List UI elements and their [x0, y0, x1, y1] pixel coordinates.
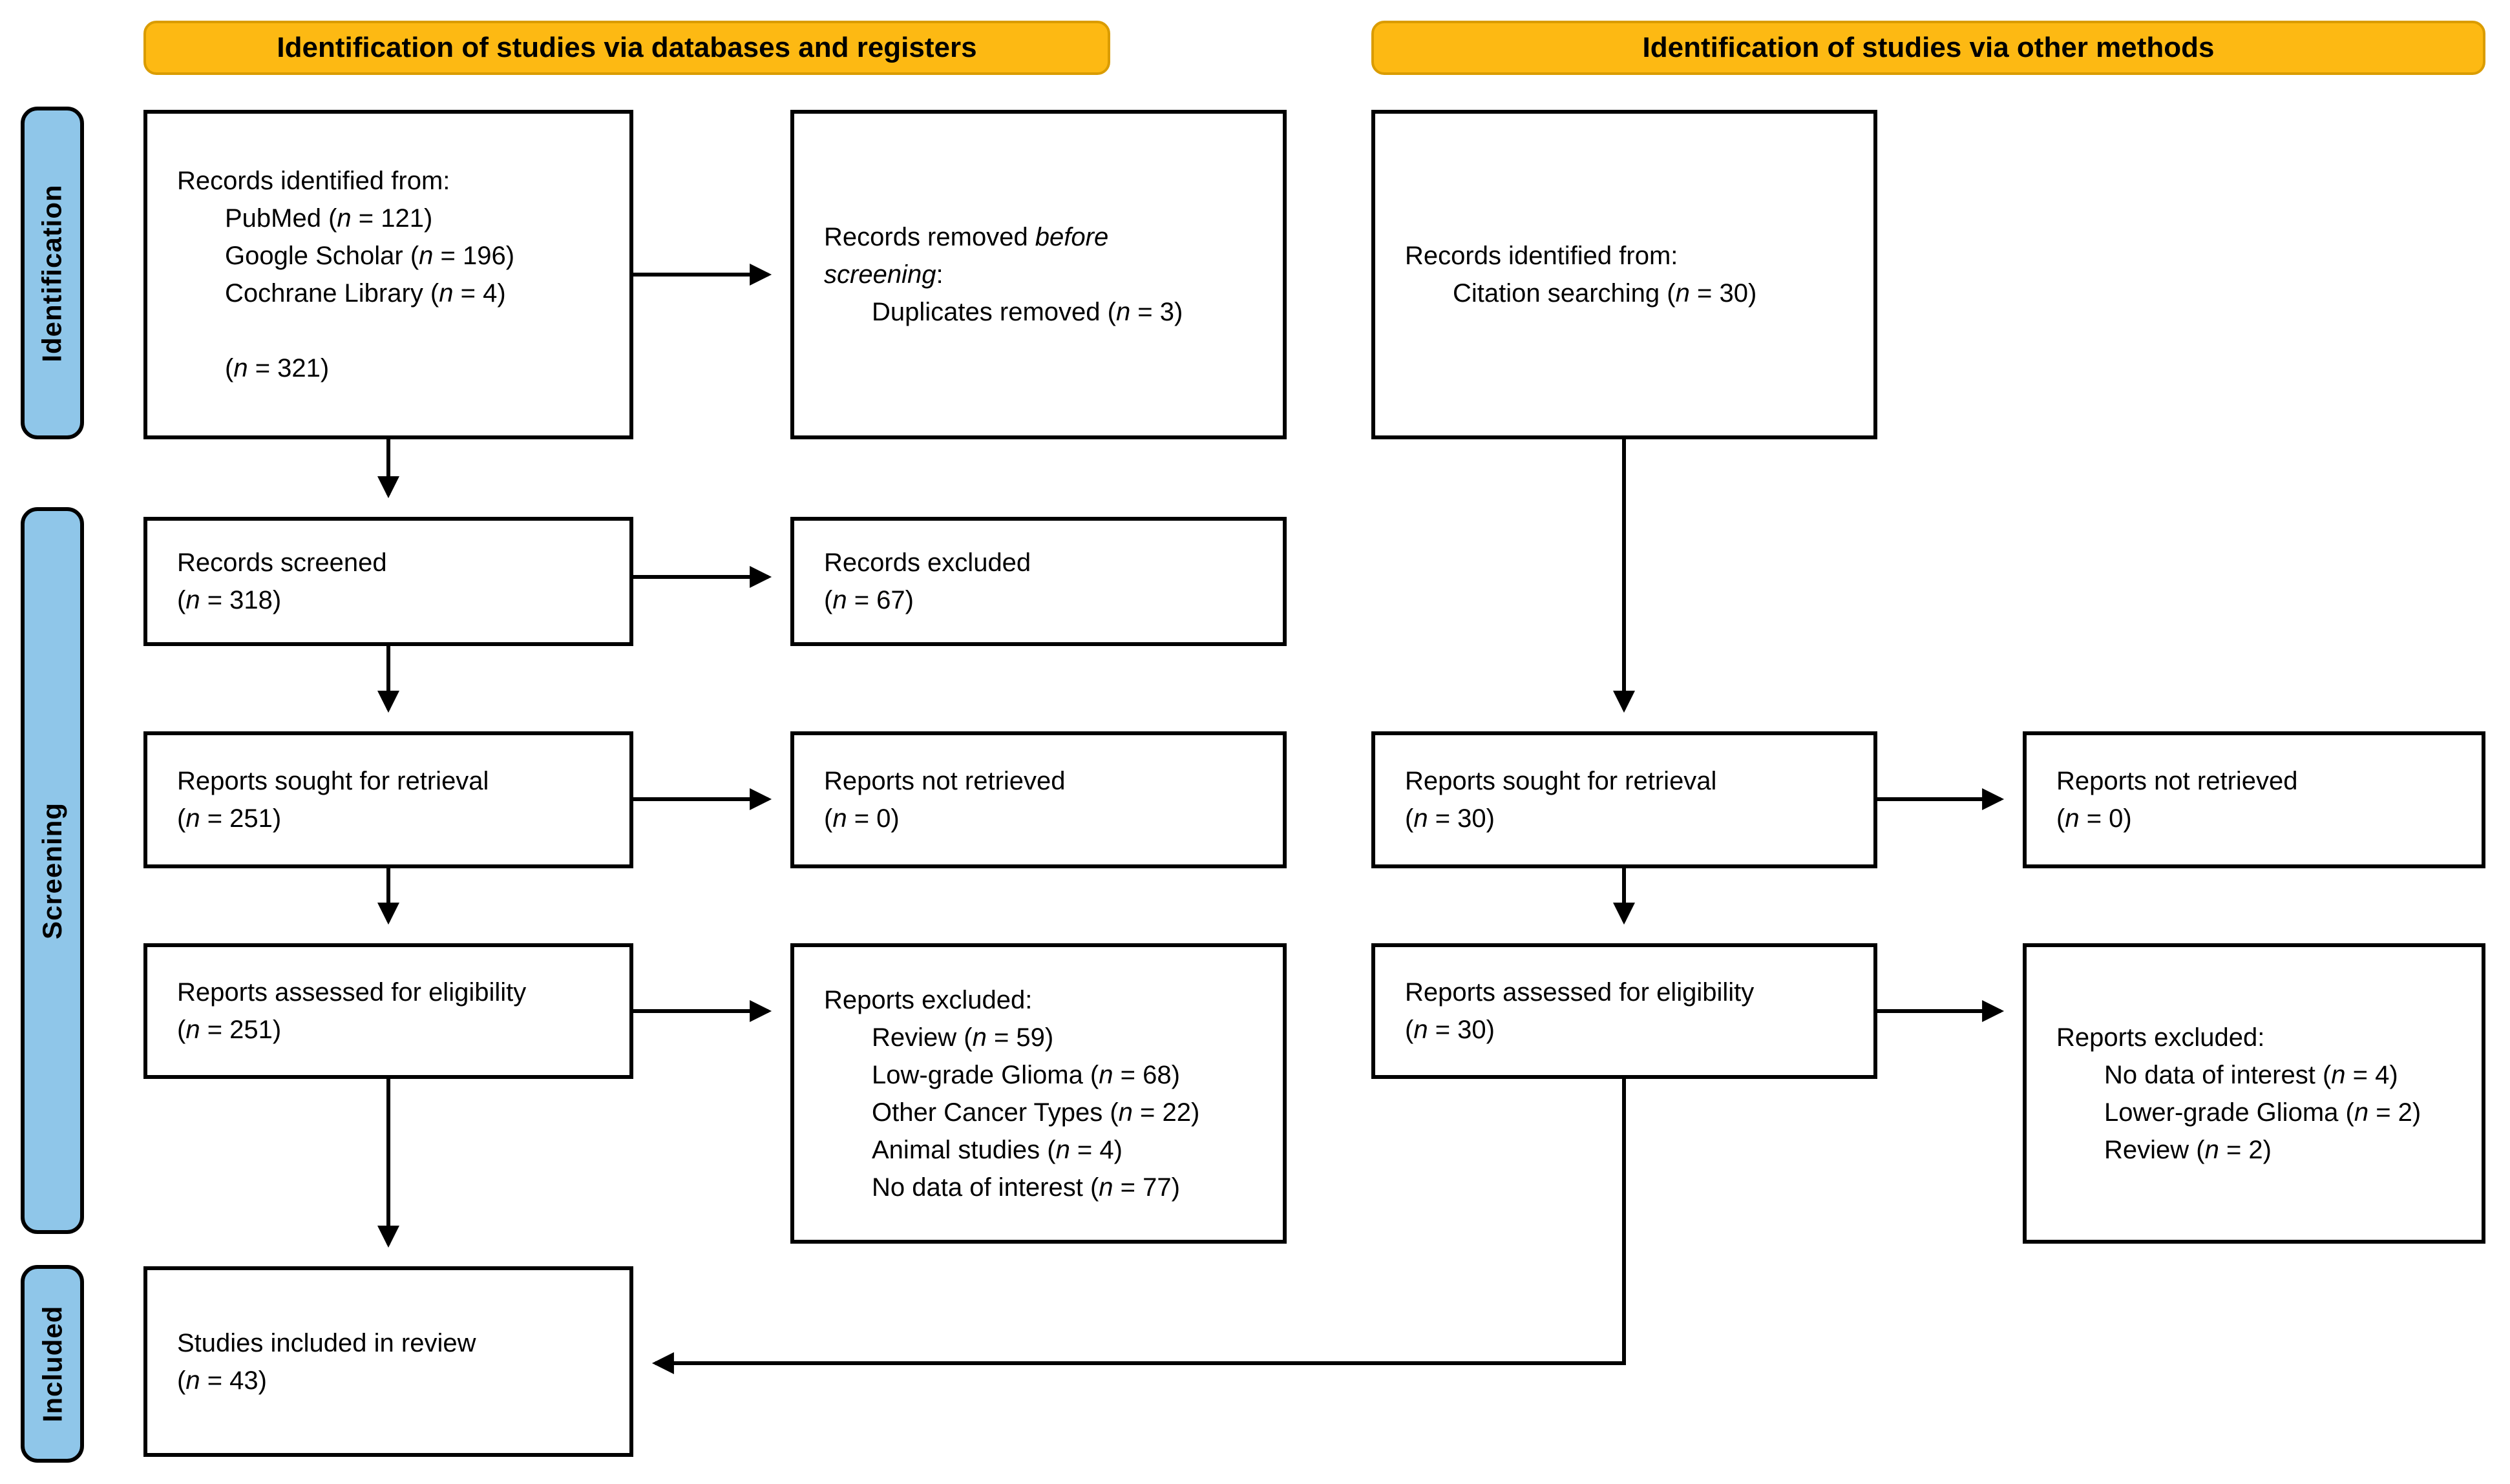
box-text-line: Google Scholar (n = 196): [225, 242, 515, 270]
box-reports-assessed-databases: Reports assessed for eligibility (n = 251…: [143, 943, 633, 1079]
header-databases-registers: Identification of studies via databases …: [143, 21, 1110, 75]
box-records-removed-before-screening: Records removed before screening: Duplicat…: [790, 110, 1287, 439]
box-text-line: Review (n = 2): [2104, 1135, 2272, 1164]
box-records-excluded: Records excluded (n = 67): [790, 517, 1287, 646]
box-text-line: Other Cancer Types (n = 22): [872, 1098, 1200, 1127]
box-reports-excluded-databases: Reports excluded: Review (n = 59) Low-grad…: [790, 943, 1287, 1244]
box-text-line: Duplicates removed (n = 3): [872, 298, 1183, 326]
box-text-line: (n = 30): [1405, 1016, 1495, 1044]
box-text-line: (n = 0): [2056, 804, 2132, 833]
stage-label-identification: Identification: [21, 107, 84, 439]
box-text-line: (n = 0): [824, 804, 900, 833]
box-text-line: Records identified from:: [177, 167, 450, 195]
box-text-line: Low-grade Glioma (n = 68): [872, 1060, 1180, 1089]
box-reports-sought-databases: Reports sought for retrieval (n = 251): [143, 731, 633, 868]
box-text-line: Reports sought for retrieval: [1405, 767, 1717, 795]
box-text-line: Reports assessed for eligibility: [1405, 978, 1755, 1007]
header-databases-registers-label: Identification of studies via databases …: [277, 32, 977, 63]
box-text-line: (n = 321): [225, 354, 330, 382]
box-text-line: Studies included in review: [177, 1328, 476, 1357]
stage-label-screening: Screening: [21, 507, 84, 1234]
box-reports-sought-other: Reports sought for retrieval (n = 30): [1371, 731, 1877, 868]
header-other-methods: Identification of studies via other meth…: [1371, 21, 2485, 75]
box-reports-not-retrieved-other: Reports not retrieved (n = 0): [2023, 731, 2485, 868]
box-text-line: Records screened: [177, 549, 387, 577]
box-text-line: Records identified from:: [1405, 242, 1678, 270]
stage-label-included-text: Included: [37, 1305, 67, 1423]
box-text-line: (n = 251): [177, 804, 282, 833]
box-text-line: (n = 318): [177, 586, 282, 614]
box-records-identified-databases: Records identified from: PubMed (n = 121)…: [143, 110, 633, 439]
box-text-line: [177, 312, 600, 350]
box-text-line: Animal studies (n = 4): [872, 1135, 1123, 1164]
box-text-line: Reports sought for retrieval: [177, 767, 489, 795]
box-text-line: (n = 67): [824, 586, 914, 614]
box-text-line: Reports assessed for eligibility: [177, 978, 527, 1007]
box-text-line: PubMed (n = 121): [225, 204, 433, 233]
box-text-line: (n = 251): [177, 1016, 282, 1044]
stage-label-identification-text: Identification: [37, 183, 67, 362]
box-reports-not-retrieved-databases: Reports not retrieved (n = 0): [790, 731, 1287, 868]
box-text-line: Records removed before: [824, 223, 1109, 251]
box-text-line: No data of interest (n = 77): [872, 1173, 1180, 1202]
box-reports-excluded-other: Reports excluded: No data of interest (n …: [2023, 943, 2485, 1244]
stage-label-included: Included: [21, 1265, 84, 1463]
box-text-line: Records excluded: [824, 549, 1031, 577]
box-text-line: Reports excluded:: [2056, 1023, 2265, 1052]
box-text-line: Reports not retrieved: [2056, 767, 2298, 795]
box-text-line: Citation searching (n = 30): [1453, 279, 1757, 308]
box-text-line: (n = 30): [1405, 804, 1495, 833]
box-text-line: No data of interest (n = 4): [2104, 1060, 2398, 1089]
header-other-methods-label: Identification of studies via other meth…: [1642, 32, 2215, 63]
box-text-line: Lower-grade Glioma (n = 2): [2104, 1098, 2421, 1127]
box-text-line: Reports not retrieved: [824, 767, 1066, 795]
box-text-line: screening:: [824, 260, 944, 289]
box-records-screened: Records screened (n = 318): [143, 517, 633, 646]
stage-label-screening-text: Screening: [37, 802, 68, 939]
box-text-line: Cochrane Library (n = 4): [225, 279, 506, 308]
box-text-line: (n = 43): [177, 1366, 267, 1395]
box-records-identified-other: Records identified from: Citation searchi…: [1371, 110, 1877, 439]
box-text-line: Reports excluded:: [824, 985, 1033, 1014]
box-text-line: Review (n = 59): [872, 1023, 1054, 1052]
box-reports-assessed-other: Reports assessed for eligibility (n = 30): [1371, 943, 1877, 1079]
box-studies-included: Studies included in review (n = 43): [143, 1266, 633, 1457]
